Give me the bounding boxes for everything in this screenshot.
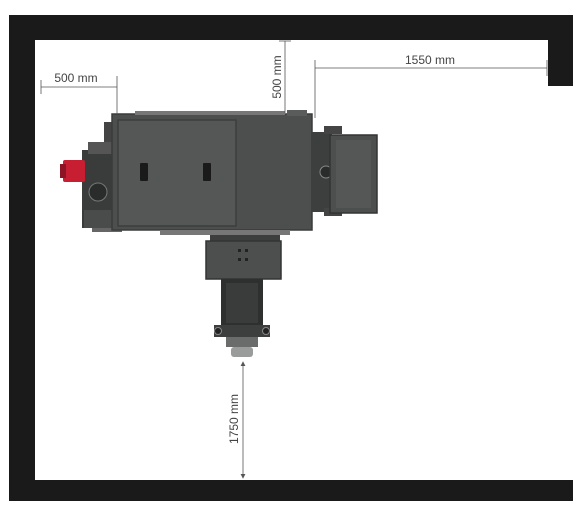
right-hinge-top: [324, 126, 342, 134]
bottom-column-highlight: [226, 283, 258, 323]
gearbox-vent-2: [245, 249, 248, 252]
gearbox-vent-1: [238, 249, 241, 252]
collar-bolt-right: [262, 327, 270, 335]
dimension-top: 500 mm: [270, 40, 291, 113]
handle-slot-left: [140, 163, 148, 181]
machine-right-panel: [240, 120, 308, 226]
dimension-label-right: 1550 mm: [405, 53, 455, 67]
red-motor-cap: [60, 164, 66, 178]
wall-right-stub: [548, 15, 573, 86]
room-walls: [9, 15, 573, 501]
wall-top: [9, 15, 573, 40]
left-drive-frame: [88, 142, 112, 154]
handle-slot-right: [203, 163, 211, 181]
machine-bottom-rail: [160, 230, 290, 235]
wall-left: [9, 15, 35, 501]
gearbox-vent-3: [238, 258, 241, 261]
gearbox-vent-4: [245, 258, 248, 261]
dimension-label-top: 500 mm: [270, 55, 284, 98]
right-unit-inner: [336, 140, 371, 208]
dimension-label-left: 500 mm: [54, 71, 97, 85]
wall-bottom: [9, 480, 573, 501]
left-bottom-plate: [92, 228, 122, 232]
bottom-collar: [214, 325, 270, 337]
bottom-flange: [226, 337, 258, 347]
bottom-neck: [210, 235, 280, 243]
machine-top-rail: [135, 111, 285, 115]
left-gear: [88, 182, 108, 202]
machine-top-fitting: [287, 110, 307, 116]
bottom-tip: [231, 347, 253, 357]
left-top-fitting: [104, 122, 114, 142]
bottom-gearbox: [205, 240, 282, 280]
machine-inner-panel: [117, 119, 237, 227]
left-lower-bracket: [84, 210, 114, 228]
dimension-right: 1550 mm: [314, 53, 548, 118]
red-motor: [63, 160, 85, 182]
collar-bolt-left: [214, 327, 222, 335]
dimension-label-bottom: 1750 mm: [227, 394, 241, 444]
dimension-bottom: 1750 mm: [227, 361, 246, 479]
machine-top-view: [60, 110, 378, 357]
dimension-left: 500 mm: [40, 71, 118, 114]
